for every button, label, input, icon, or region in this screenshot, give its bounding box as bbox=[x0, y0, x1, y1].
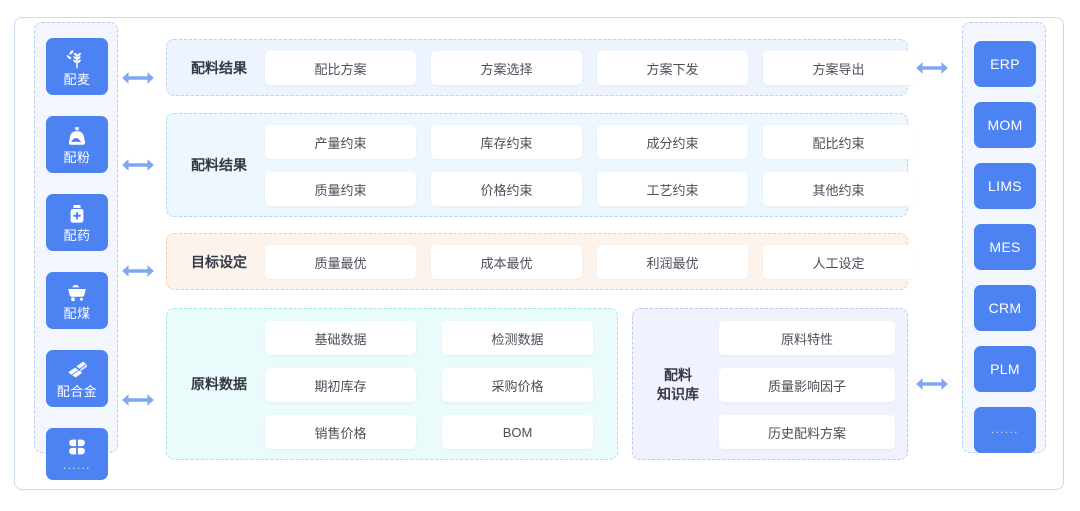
chip-material-3[interactable]: 检测数据 bbox=[442, 321, 593, 355]
chip-result-1[interactable]: 方案选择 bbox=[431, 51, 582, 85]
section-constraint-title: 配料结果 bbox=[191, 157, 247, 173]
system-button-mom[interactable]: MOM bbox=[974, 102, 1036, 148]
wheat-icon bbox=[65, 47, 89, 69]
chip-material-5[interactable]: BOM bbox=[442, 415, 593, 449]
sidebar-item-peifen[interactable]: 配粉 bbox=[46, 116, 108, 173]
section-target-title: 目标设定 bbox=[191, 254, 247, 270]
arrow-result-to-systems bbox=[914, 59, 950, 77]
chip-target-3[interactable]: 人工设定 bbox=[763, 245, 914, 279]
arrow-left-to-material bbox=[120, 391, 156, 409]
chip-result-2[interactable]: 方案下发 bbox=[597, 51, 748, 85]
section-constraint: 配料结果 产量约束 库存约束 成分约束 配比约束 质量约束 价格约束 工艺约束 … bbox=[166, 113, 914, 217]
chip-constraint-4[interactable]: 质量约束 bbox=[265, 172, 416, 206]
chip-knowledge-0[interactable]: 原料特性 bbox=[719, 321, 895, 355]
chip-knowledge-2[interactable]: 历史配料方案 bbox=[719, 415, 895, 449]
chip-material-4[interactable]: 采购价格 bbox=[442, 368, 593, 402]
section-result: 配料结果 配比方案 方案选择 方案下发 方案导出 bbox=[166, 39, 914, 96]
sidebar-item-peihejin[interactable]: 配合金 bbox=[46, 350, 108, 407]
chip-constraint-5[interactable]: 价格约束 bbox=[431, 172, 582, 206]
arrow-left-to-constraint bbox=[120, 156, 156, 174]
alloy-ingots-icon bbox=[65, 359, 89, 381]
section-material-title: 原料数据 bbox=[191, 376, 247, 392]
right-rail: ERP MOM LIMS MES CRM PLM ...... bbox=[962, 22, 1046, 453]
diagram-frame: 配麦 配粉 配药 bbox=[14, 17, 1064, 490]
chip-material-2[interactable]: 销售价格 bbox=[265, 415, 416, 449]
system-button-plm[interactable]: PLM bbox=[974, 346, 1036, 392]
arrow-left-to-result bbox=[120, 69, 156, 87]
arrow-knowledge-to-systems bbox=[914, 375, 950, 393]
sidebar-item-peiyao[interactable]: 配药 bbox=[46, 194, 108, 251]
chip-constraint-3[interactable]: 配比约束 bbox=[763, 125, 914, 159]
chip-constraint-7[interactable]: 其他约束 bbox=[763, 172, 914, 206]
chip-target-0[interactable]: 质量最优 bbox=[265, 245, 416, 279]
system-button-more[interactable]: ...... bbox=[974, 407, 1036, 453]
system-button-erp[interactable]: ERP bbox=[974, 41, 1036, 87]
arrow-left-to-target bbox=[120, 262, 156, 280]
grid-squares-icon bbox=[66, 437, 88, 457]
chip-material-1[interactable]: 期初库存 bbox=[265, 368, 416, 402]
medicine-bottle-icon bbox=[65, 203, 89, 225]
sidebar-item-label: 配麦 bbox=[63, 71, 91, 87]
section-result-title: 配料结果 bbox=[191, 60, 247, 76]
chip-constraint-0[interactable]: 产量约束 bbox=[265, 125, 416, 159]
section-knowledge-title: 配料 知识库 bbox=[657, 367, 699, 402]
chip-material-0[interactable]: 基础数据 bbox=[265, 321, 416, 355]
section-material: 原料数据 基础数据 期初库存 销售价格 检测数据 采购价格 BOM bbox=[166, 308, 618, 460]
sidebar-item-label: 配粉 bbox=[63, 149, 91, 165]
chip-constraint-1[interactable]: 库存约束 bbox=[431, 125, 582, 159]
system-button-crm[interactable]: CRM bbox=[974, 285, 1036, 331]
chip-knowledge-1[interactable]: 质量影响因子 bbox=[719, 368, 895, 402]
sidebar-item-more[interactable]: ...... bbox=[46, 428, 108, 480]
sidebar-item-label: 配煤 bbox=[63, 305, 91, 321]
system-button-lims[interactable]: LIMS bbox=[974, 163, 1036, 209]
sidebar-item-label: 配药 bbox=[63, 227, 91, 243]
chip-target-1[interactable]: 成本最优 bbox=[431, 245, 582, 279]
sidebar-item-label: ...... bbox=[63, 459, 91, 472]
chip-constraint-2[interactable]: 成分约束 bbox=[597, 125, 748, 159]
sidebar-item-peimei[interactable]: 配煤 bbox=[46, 272, 108, 329]
coal-cart-icon bbox=[65, 281, 89, 303]
system-button-mes[interactable]: MES bbox=[974, 224, 1036, 270]
chip-result-3[interactable]: 方案导出 bbox=[763, 51, 914, 85]
sidebar-item-peimai[interactable]: 配麦 bbox=[46, 38, 108, 95]
sidebar-item-label: 配合金 bbox=[56, 383, 98, 399]
chip-result-0[interactable]: 配比方案 bbox=[265, 51, 416, 85]
chip-constraint-6[interactable]: 工艺约束 bbox=[597, 172, 748, 206]
flour-sack-icon bbox=[65, 125, 89, 147]
chip-target-2[interactable]: 利润最优 bbox=[597, 245, 748, 279]
section-knowledge: 配料 知识库 原料特性 质量影响因子 历史配料方案 bbox=[632, 308, 908, 460]
section-target: 目标设定 质量最优 成本最优 利润最优 人工设定 bbox=[166, 233, 914, 290]
left-rail: 配麦 配粉 配药 bbox=[34, 22, 118, 480]
